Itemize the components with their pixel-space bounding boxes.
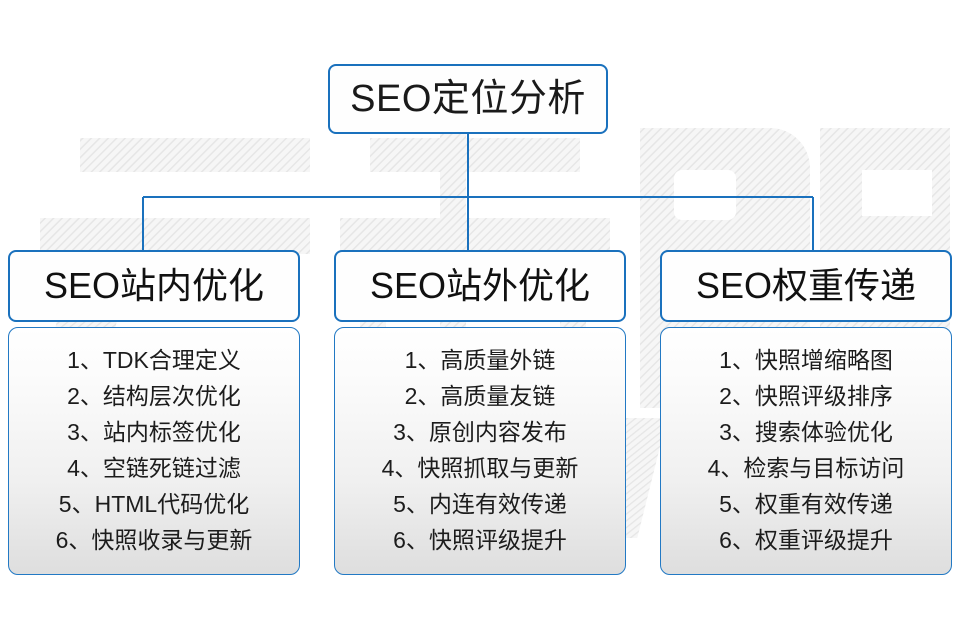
list-item: 6、权重评级提升 [719, 527, 893, 553]
branch-header-2: SEO站外优化 [334, 250, 626, 322]
branch-header-1-text: SEO站内优化 [43, 265, 265, 306]
list-item: 2、高质量友链 [404, 383, 556, 409]
list-item: 5、权重有效传递 [719, 491, 893, 517]
list-item: 1、高质量外链 [404, 347, 556, 373]
root-title-box: SEO定位分析 [328, 64, 608, 134]
list-item: 2、结构层次优化 [67, 383, 241, 409]
list-item: 6、快照评级提升 [393, 527, 567, 553]
list-item: 4、快照抓取与更新 [381, 455, 579, 481]
list-item: 3、搜索体验优化 [719, 419, 893, 445]
list-item: 5、HTML代码优化 [58, 491, 250, 517]
branch-header-3-text: SEO权重传递 [695, 265, 917, 306]
root-title-text: SEO定位分析 [350, 78, 586, 120]
list-item: 1、快照增缩略图 [719, 347, 893, 373]
branch-list-2: 1、高质量外链 2、高质量友链 3、原创内容发布 4、快照抓取与更新 5、内连有… [345, 342, 615, 558]
branch-column-2: SEO站外优化 1、高质量外链 2、高质量友链 3、原创内容发布 4、快照抓取与… [334, 250, 626, 575]
list-item: 3、原创内容发布 [393, 419, 567, 445]
list-item: 6、快照收录与更新 [55, 527, 253, 553]
branch-header-1: SEO站内优化 [8, 250, 300, 322]
list-item: 1、TDK合理定义 [67, 347, 241, 373]
list-item: 5、内连有效传递 [393, 491, 567, 517]
list-item: 2、快照评级排序 [719, 383, 893, 409]
branch-list-1: 1、TDK合理定义 2、结构层次优化 3、站内标签优化 4、空链死链过滤 5、H… [19, 342, 289, 558]
list-item: 4、检索与目标访问 [707, 455, 905, 481]
branch-list-3: 1、快照增缩略图 2、快照评级排序 3、搜索体验优化 4、检索与目标访问 5、权… [671, 342, 941, 558]
list-item: 4、空链死链过滤 [67, 455, 241, 481]
branch-header-3: SEO权重传递 [660, 250, 952, 322]
branch-body-1: 1、TDK合理定义 2、结构层次优化 3、站内标签优化 4、空链死链过滤 5、H… [8, 327, 300, 575]
branch-header-2-text: SEO站外优化 [369, 265, 591, 306]
branch-body-2: 1、高质量外链 2、高质量友链 3、原创内容发布 4、快照抓取与更新 5、内连有… [334, 327, 626, 575]
branch-body-3: 1、快照增缩略图 2、快照评级排序 3、搜索体验优化 4、检索与目标访问 5、权… [660, 327, 952, 575]
branch-column-1: SEO站内优化 1、TDK合理定义 2、结构层次优化 3、站内标签优化 4、空链… [8, 250, 300, 575]
branch-column-3: SEO权重传递 1、快照增缩略图 2、快照评级排序 3、搜索体验优化 4、检索与… [660, 250, 952, 575]
list-item: 3、站内标签优化 [67, 419, 241, 445]
